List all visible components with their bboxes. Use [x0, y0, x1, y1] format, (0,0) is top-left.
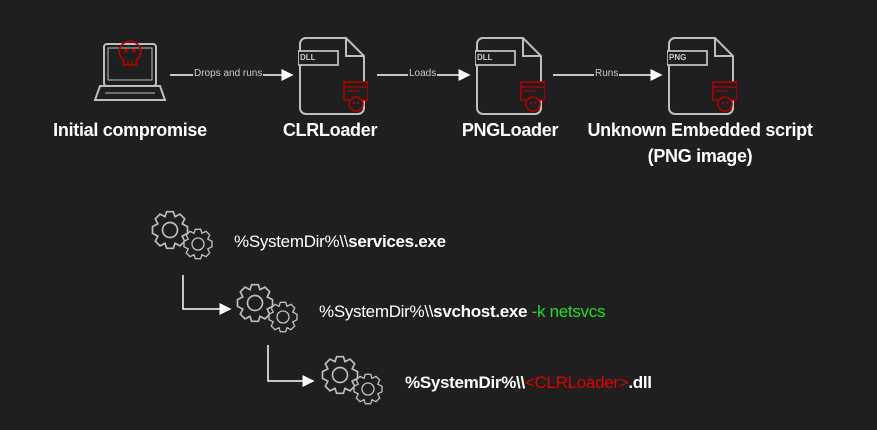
- connector-arrow: [267, 345, 315, 387]
- png-file-icon: [667, 37, 737, 115]
- node-label: CLRLoader: [282, 120, 378, 140]
- edge-label: Loads: [408, 68, 438, 79]
- file-tag: PNG: [669, 53, 687, 62]
- flow-graphics: [93, 37, 737, 115]
- process-args: -k netsvcs: [527, 302, 606, 321]
- clrloader-dll-file-icon: [298, 37, 368, 115]
- edge-label: Runs: [594, 68, 620, 79]
- tree-graphics: [0, 200, 877, 430]
- process-name: svchost.exe: [433, 302, 528, 321]
- node-label: PNGLoader: [461, 120, 559, 140]
- path-prefix: %SystemDir%\\: [319, 302, 434, 321]
- process-services: %SystemDir%\\services.exe: [234, 232, 446, 252]
- gears-icon: [153, 212, 213, 259]
- file-tag: DLL: [477, 53, 493, 62]
- process-name: <CLRLoader>: [524, 373, 629, 392]
- laptop-skull-icon: [93, 40, 167, 101]
- file-extension: .dll: [628, 373, 652, 392]
- edge-label: Drops and runs: [193, 68, 264, 79]
- gears-icon: [238, 285, 298, 332]
- node-label: Unknown Embedded script: [587, 120, 813, 140]
- path-prefix: %SystemDir%\\: [234, 232, 349, 251]
- path-prefix: %SystemDir%\\: [405, 373, 525, 392]
- process-svchost: %SystemDir%\\svchost.exe -k netsvcs: [319, 302, 605, 322]
- node-sublabel: (PNG image): [647, 146, 753, 166]
- pngloader-dll-file-icon: [475, 37, 545, 115]
- process-clrloader: %SystemDir%\\<CLRLoader>.dll: [405, 373, 652, 393]
- process-name: services.exe: [348, 232, 446, 251]
- gears-icon: [323, 357, 383, 404]
- connector-arrow: [182, 275, 232, 315]
- file-tag: DLL: [300, 53, 316, 62]
- node-label: Initial compromise: [53, 120, 207, 140]
